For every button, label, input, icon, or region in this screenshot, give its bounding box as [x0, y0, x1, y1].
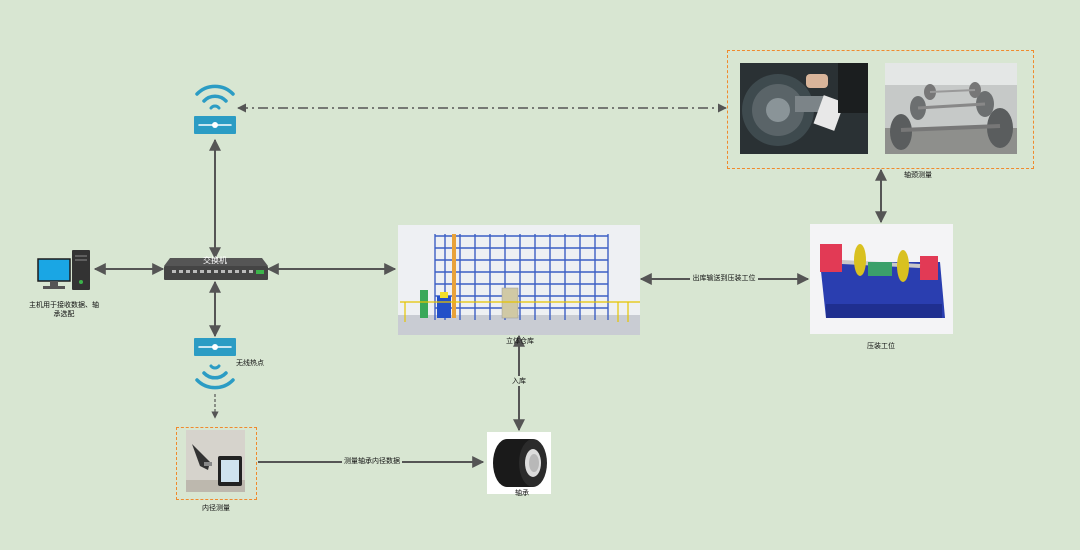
wifi-hotspot-icon	[194, 338, 236, 390]
inner-measure-image	[186, 430, 245, 492]
press-station-image	[810, 224, 953, 334]
journal-measure-image-1	[740, 63, 868, 154]
wifi-ap-top-icon	[194, 84, 236, 134]
switch-label: 交换机	[203, 256, 227, 265]
warehouse-label: 立体仓库	[506, 337, 534, 345]
press-station-label: 压装工位	[867, 342, 895, 350]
switch-icon	[164, 258, 268, 280]
host-label: 主机用于接收数据、轴 承选配	[29, 301, 99, 318]
out-edge-label: 出库输送到压装工位	[692, 274, 756, 282]
inner-measure-label: 内径测量	[202, 504, 230, 512]
measure-edge-label: 测量轴承内径数据	[344, 457, 400, 465]
hotspot-label: 无线热点	[236, 359, 264, 367]
host-computer-icon	[37, 250, 90, 290]
journal-measure-frame	[727, 50, 1034, 169]
storage-in-label: 入库	[512, 377, 526, 385]
journal-measure-image-2	[885, 63, 1017, 154]
bearing-label: 轴承	[515, 489, 529, 497]
warehouse-image	[398, 225, 640, 335]
journal-measure-label: 轴颈测量	[904, 171, 932, 179]
inner-measure-frame	[176, 427, 257, 500]
bearing-icon	[487, 432, 551, 494]
